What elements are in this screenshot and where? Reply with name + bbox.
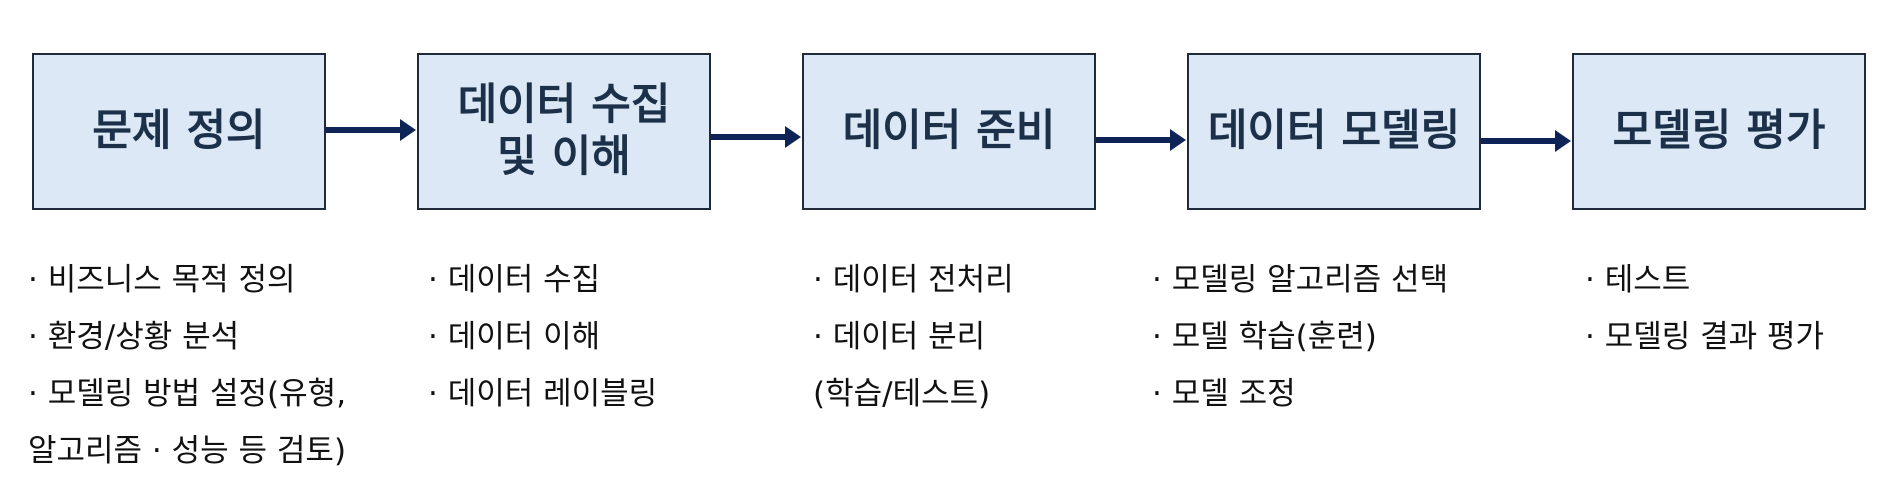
detail-item: · 모델 학습(훈련) xyxy=(1152,319,1377,355)
detail-item: · 데이터 레이블링 xyxy=(428,376,658,412)
detail-item: · 모델링 방법 설정(유형, xyxy=(28,376,347,412)
detail-item: · 환경/상황 분석 xyxy=(28,319,240,355)
flow-arrow-3 xyxy=(1096,129,1186,151)
detail-item: (학습/테스트) xyxy=(813,376,991,412)
flow-arrow-2 xyxy=(711,126,801,148)
step-box-problem-definition: 문제 정의 xyxy=(32,53,326,210)
step-details-data-preparation: · 데이터 전처리 · 데이터 분리 (학습/테스트) xyxy=(813,252,1014,423)
step-details-data-collection: · 데이터 수집 · 데이터 이해 · 데이터 레이블링 xyxy=(428,252,657,423)
step-box-data-preparation: 데이터 준비 xyxy=(802,53,1096,210)
detail-item: · 데이터 수집 xyxy=(428,262,601,298)
flow-arrow-4 xyxy=(1481,130,1571,152)
step-box-data-modeling: 데이터 모델링 xyxy=(1187,53,1481,210)
detail-item: · 데이터 이해 xyxy=(428,319,601,355)
step-title: 데이터 준비 xyxy=(842,105,1056,156)
step-box-data-collection: 데이터 수집 및 이해 xyxy=(417,53,711,210)
detail-item: · 모델링 알고리즘 선택 xyxy=(1152,262,1449,298)
detail-item: · 모델링 결과 평가 xyxy=(1585,319,1825,355)
step-details-data-modeling: · 모델링 알고리즘 선택 · 모델 학습(훈련) · 모델 조정 xyxy=(1152,252,1448,423)
detail-item: · 비즈니스 목적 정의 xyxy=(28,262,296,298)
step-box-model-evaluation: 모델링 평가 xyxy=(1572,53,1866,210)
detail-item: · 데이터 분리 xyxy=(813,319,986,355)
detail-item: · 모델 조정 xyxy=(1152,376,1296,412)
step-title: 데이터 수집 및 이해 xyxy=(457,79,671,182)
detail-item: · 테스트 xyxy=(1585,262,1691,298)
step-details-model-evaluation: · 테스트 · 모델링 결과 평가 xyxy=(1585,252,1824,366)
detail-item: · 데이터 전처리 xyxy=(813,262,1014,298)
step-title: 모델링 평가 xyxy=(1612,105,1826,156)
step-title: 데이터 모델링 xyxy=(1207,105,1461,156)
detail-item: 알고리즘 · 성능 등 검토) xyxy=(28,433,347,469)
step-details-problem-definition: · 비즈니스 목적 정의 · 환경/상황 분석 · 모델링 방법 설정(유형, … xyxy=(28,252,346,480)
flow-arrow-1 xyxy=(326,119,416,141)
step-title: 문제 정의 xyxy=(92,105,266,156)
